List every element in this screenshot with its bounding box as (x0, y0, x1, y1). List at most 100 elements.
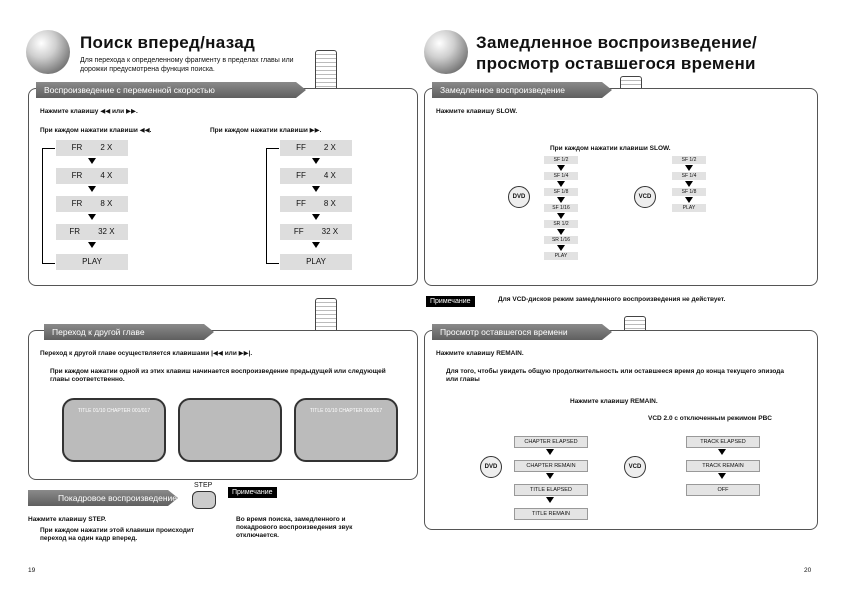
down-arrow-icon (685, 165, 693, 171)
vcd-remain-mode: TRACK REMAIN (686, 460, 760, 472)
speed-value: 4 X (100, 171, 112, 180)
dvd-speed-item: PLAY (544, 252, 578, 260)
down-arrow-icon (88, 186, 96, 192)
loop-line (266, 148, 279, 264)
speed-mode: FR (72, 171, 83, 180)
speed-value: 8 X (324, 199, 336, 208)
page-title-slow: Замедленное воспроизведение/ просмотр ос… (476, 32, 776, 74)
down-arrow-icon (312, 242, 320, 248)
down-arrow-icon (557, 165, 565, 171)
slow-press: Нажмите клавишу SLOW. (436, 108, 517, 116)
speed-mode: FR (72, 199, 83, 208)
down-arrow-icon (685, 181, 693, 187)
step-button-icon (192, 491, 216, 509)
rev-caption: При каждом нажатии клавиши ◀◀. (40, 127, 151, 135)
down-arrow-icon (88, 158, 96, 164)
slow-panel (424, 88, 818, 286)
remain-panel (424, 330, 818, 530)
play-pill: PLAY (280, 254, 352, 270)
speed-mode: FF (296, 171, 306, 180)
remain-note: Для того, чтобы увидеть общую продолжите… (446, 368, 796, 384)
down-arrow-icon (312, 158, 320, 164)
dvd-speed-item: SF 1/16 (544, 204, 578, 212)
play-pill: PLAY (56, 254, 128, 270)
note-label-right: Примечание (426, 296, 475, 307)
down-arrow-icon (88, 214, 96, 220)
vcd-speed-item: PLAY (672, 204, 706, 212)
dvd-remain-mode: TITLE REMAIN (514, 508, 588, 520)
speed-mode: FF (296, 199, 306, 208)
dvd-speed-item: SF 1/2 (544, 156, 578, 164)
dvd-speed-item: SR 1/16 (544, 236, 578, 244)
chapter-note: При каждом нажатии одной из этих клавиш … (50, 368, 400, 384)
dvd-speed-item: SF 1/8 (544, 188, 578, 196)
down-arrow-icon (685, 197, 693, 203)
speed-value: 2 X (100, 143, 112, 152)
rev-speed-pill: FR 2 X (56, 140, 128, 156)
speed-value: 8 X (100, 199, 112, 208)
page-title-search: Поиск вперед/назад (80, 32, 255, 53)
loop-line (42, 148, 55, 264)
tv-screen-right: TITLE 01/10 CHAPTER 003/017 (294, 398, 398, 462)
tv-right-text: TITLE 01/10 CHAPTER 003/017 (296, 408, 396, 414)
speed-value: 32 X (98, 227, 114, 236)
vcd-speed-item: SF 1/4 (672, 172, 706, 180)
speed-value: 4 X (324, 171, 336, 180)
speed-mode: FR (69, 227, 80, 236)
page-number-left: 19 (28, 567, 35, 575)
down-arrow-icon (718, 473, 726, 479)
step-press: Нажмите клавишу STEP. (28, 516, 106, 524)
section-sphere-icon (26, 30, 70, 74)
chapter-text: Переход к другой главе осуществляется кл… (40, 350, 252, 358)
down-arrow-icon (557, 197, 565, 203)
remain-band: Просмотр оставшегося времени (432, 324, 612, 340)
mute-note: Во время поиска, замедленного и покадров… (236, 516, 376, 540)
down-arrow-icon (557, 213, 565, 219)
dvd-disc-icon: DVD (508, 186, 530, 208)
vcd-disc-icon: VCD (634, 186, 656, 208)
down-arrow-icon (88, 242, 96, 248)
rev-speed-pill: FR 32 X (56, 224, 128, 240)
chapter-band: Переход к другой главе (44, 324, 214, 340)
vcd-remain-mode: OFF (686, 484, 760, 496)
tv-left-text: TITLE 01/10 CHAPTER 001/017 (64, 408, 164, 414)
speed-mode: FR (72, 143, 83, 152)
search-description: Для перехода к определенному фрагменту в… (80, 56, 310, 74)
down-arrow-icon (312, 214, 320, 220)
down-arrow-icon (546, 473, 554, 479)
down-arrow-icon (546, 497, 554, 503)
dvd-speed-item: SR 1/2 (544, 220, 578, 228)
step-note: При каждом нажатии этой клавиши происход… (40, 527, 210, 543)
down-arrow-icon (546, 449, 554, 455)
fwd-speed-pill: FF 32 X (280, 224, 352, 240)
slow-caption: При каждом нажатии клавиши SLOW. (550, 145, 671, 153)
note-label-left: Примечание (228, 487, 277, 498)
frame-band: Покадровое воспроизведение (28, 490, 178, 506)
down-arrow-icon (557, 245, 565, 251)
rev-speed-pill: FR 4 X (56, 168, 128, 184)
tv-screen-middle (178, 398, 282, 462)
speed-mode: FF (294, 227, 304, 236)
tv-screen-left: TITLE 01/10 CHAPTER 001/017 (62, 398, 166, 462)
remain-press2: Нажмите клавишу REMAIN. (570, 398, 658, 406)
down-arrow-icon (718, 449, 726, 455)
down-arrow-icon (312, 186, 320, 192)
fwd-caption: При каждом нажатии клавиши ▶▶. (210, 127, 321, 135)
rev-speed-pill: FR 8 X (56, 196, 128, 212)
remain-press: Нажмите клавишу REMAIN. (436, 350, 524, 358)
vcd-note: Для VCD-дисков режим замедленного воспро… (498, 296, 725, 304)
speed-value: 32 X (322, 227, 338, 236)
vcd-speed-item: SF 1/2 (672, 156, 706, 164)
dvd-remain-mode: TITLE ELAPSED (514, 484, 588, 496)
section-sphere-icon (424, 30, 468, 74)
search-press-text: Нажмите клавишу ◀◀ или ▶▶. (40, 108, 138, 116)
down-arrow-icon (557, 181, 565, 187)
speed-value: 2 X (324, 143, 336, 152)
vcd-remain-mode: TRACK ELAPSED (686, 436, 760, 448)
slow-band: Замедленное воспроизведение (432, 82, 612, 98)
fwd-speed-pill: FF 4 X (280, 168, 352, 184)
fwd-speed-pill: FF 8 X (280, 196, 352, 212)
page-number-right: 20 (804, 567, 811, 575)
vcd-speed-item: SF 1/8 (672, 188, 706, 196)
speed-mode: FF (296, 143, 306, 152)
